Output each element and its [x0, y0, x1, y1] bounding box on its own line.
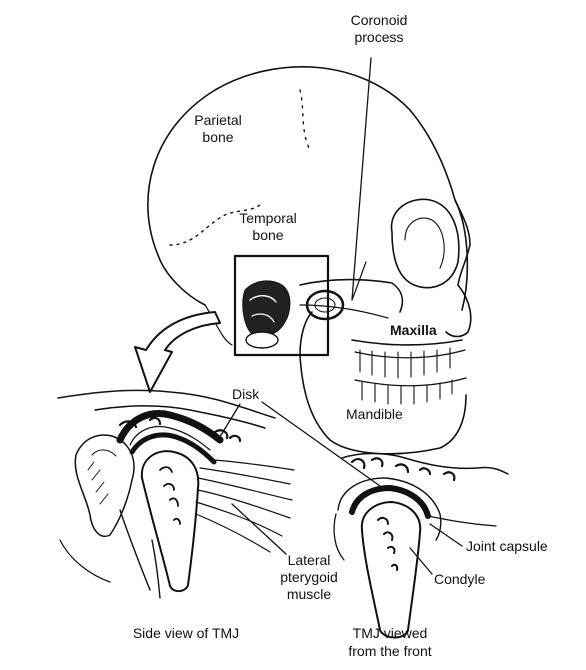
joint-capsule-leader [430, 524, 462, 546]
lateral-leader [232, 504, 286, 554]
mandible-outline [300, 355, 466, 454]
label-lateral-pterygoid-muscle: Lateral pterygoid muscle [268, 552, 350, 603]
label-coronoid-process: Coronoid process [334, 12, 424, 46]
occiput [158, 255, 205, 305]
orbit-outline [392, 199, 459, 287]
mandible-ramus [300, 312, 312, 355]
caption-front-view: TMJ viewed from the front [330, 624, 450, 660]
label-disk: Disk [232, 386, 259, 403]
upper-teeth [360, 348, 450, 378]
suture-2 [300, 90, 310, 150]
curved-arrow [135, 312, 220, 392]
side-ear-inner [92, 450, 116, 456]
side-soft-tissue [60, 540, 110, 582]
label-condyle: Condyle [434, 571, 485, 588]
orbit-inner [405, 218, 444, 268]
joint-condyle-small [246, 332, 278, 348]
joint-detail-fill [243, 281, 290, 337]
disk-leader [218, 404, 240, 440]
label-parietal-bone: Parietal bone [182, 112, 254, 146]
front-capsule-right [428, 516, 496, 526]
side-condyle-texture [160, 467, 180, 524]
label-mandible: Mandible [346, 406, 403, 423]
front-condyle [362, 502, 420, 638]
side-muscle [196, 460, 294, 552]
cranium-outline [148, 67, 467, 310]
side-disk [132, 435, 214, 462]
front-bone-top [342, 454, 508, 475]
side-ear-lines [88, 462, 108, 504]
bite-line [355, 378, 466, 386]
front-condyle-texture [378, 518, 397, 570]
label-joint-capsule: Joint capsule [466, 538, 548, 555]
side-condyle [142, 451, 198, 591]
condyle-leader [410, 548, 432, 574]
maxilla-edge [352, 340, 462, 345]
label-temporal-bone: Temporal bone [228, 210, 308, 244]
caption-side-view: Side view of TMJ [106, 624, 266, 642]
coronoid-leader [352, 58, 371, 300]
side-view-drawing [58, 390, 294, 598]
label-maxilla: Maxilla [390, 322, 437, 339]
nasal-outline [446, 285, 471, 337]
